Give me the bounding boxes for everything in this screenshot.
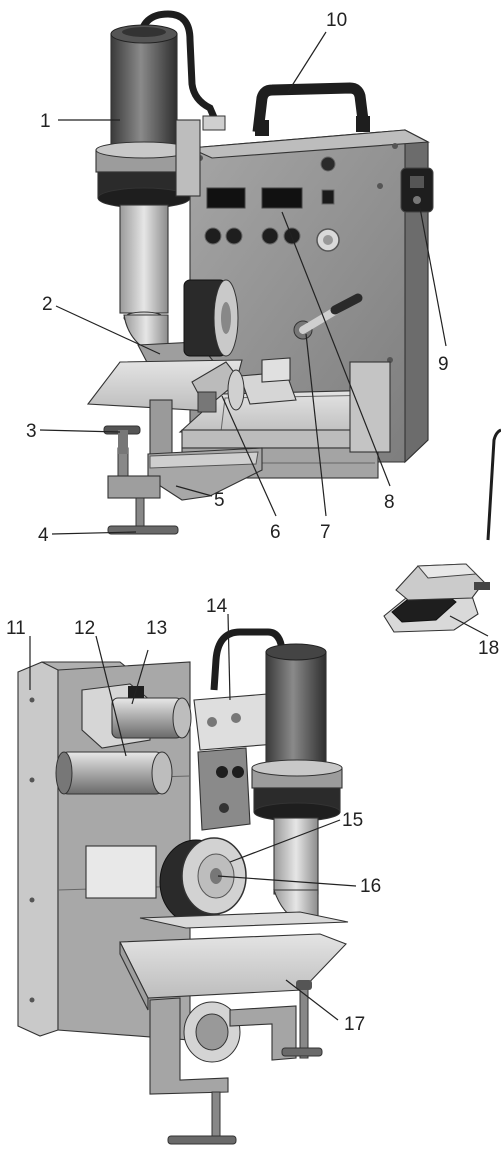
carry-handle: [252, 82, 370, 136]
leader-8: [281, 211, 391, 487]
control-button: [204, 227, 222, 245]
leader-15: [229, 819, 341, 863]
leader-7: [305, 333, 327, 517]
leader-18: [449, 615, 489, 637]
leader-9: [419, 207, 447, 347]
callout-8: 8: [384, 492, 395, 513]
callout-2: 2: [42, 294, 53, 315]
machine-front-view: [86, 10, 434, 535]
callout-17: 17: [344, 1014, 365, 1035]
control-button: [261, 227, 279, 245]
machine-rear-view: [17, 628, 349, 1145]
leader-3: [39, 429, 121, 433]
callout-5: 5: [214, 490, 225, 511]
callout-10: 10: [326, 10, 347, 31]
leader-10: [287, 31, 327, 93]
callout-1: 1: [40, 111, 51, 132]
leader-14: [227, 613, 231, 701]
callout-14: 14: [206, 596, 228, 617]
leader-16: [217, 875, 357, 887]
blower-motor: [81, 683, 192, 749]
pressure-roller: [159, 837, 247, 925]
drive-motor: [55, 751, 173, 795]
presser-wheel-assembly: [191, 361, 245, 413]
callout-7: 7: [320, 522, 331, 543]
foot-pedal: [383, 428, 501, 633]
mounting-plate: [193, 693, 277, 831]
side-switch: [400, 167, 434, 213]
junction-box: [85, 845, 157, 899]
leader-5: [175, 485, 213, 497]
callout-18: 18: [478, 638, 499, 659]
callout-9: 9: [438, 354, 449, 375]
leader-17: [285, 979, 339, 1021]
leader-4: [51, 531, 137, 535]
speed-display: [261, 187, 303, 209]
leader-12: [95, 635, 127, 757]
hot-air-gun: [95, 10, 226, 353]
indicator-light: [320, 156, 336, 172]
temperature-display: [206, 187, 246, 209]
callout-4: 4: [38, 525, 49, 546]
callout-6: 6: [270, 522, 281, 543]
leader-13: [131, 649, 149, 705]
callout-numbers: 1 10 2 3 4 5 6 7 8 9 11 12 13 14 15 16 1…: [6, 10, 499, 1035]
hot-air-gun-rear: [251, 643, 343, 923]
power-switch: [321, 189, 335, 205]
callout-3: 3: [26, 421, 37, 442]
callout-12: 12: [74, 618, 95, 639]
callout-15: 15: [342, 810, 363, 831]
leader-2: [55, 305, 161, 355]
callout-11: 11: [6, 618, 26, 639]
leader-6: [221, 395, 277, 517]
callout-leaders: [29, 31, 489, 1021]
control-button: [225, 227, 243, 245]
callout-16: 16: [360, 876, 381, 897]
drive-roller: [183, 279, 239, 357]
callout-13: 13: [146, 618, 167, 639]
lower-clamp: [149, 980, 323, 1145]
